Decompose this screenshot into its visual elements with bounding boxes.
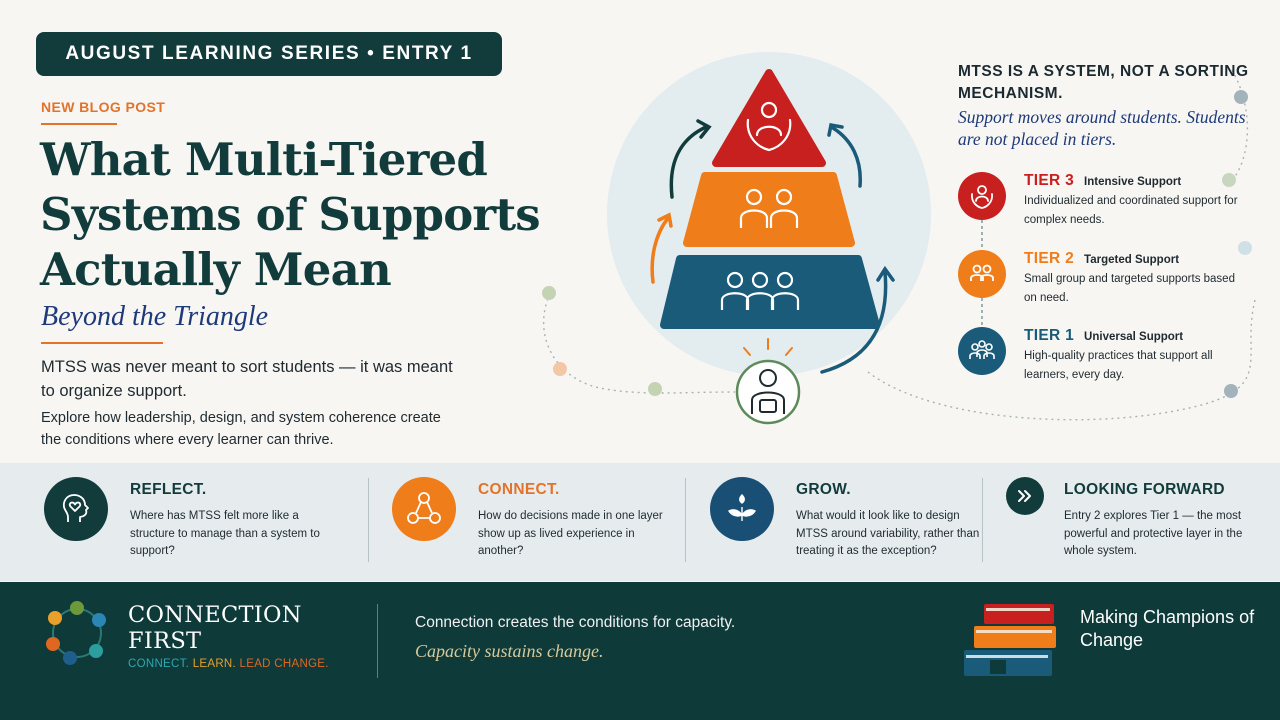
tier-2-group-icon xyxy=(739,188,799,228)
sprout-icon xyxy=(710,477,774,541)
connection-ring-logo xyxy=(46,601,106,665)
tier-3-name: TIER 3 xyxy=(1024,172,1075,189)
looking-forward-card: LOOKING FORWARD Entry 2 explores Tier 1 … xyxy=(1006,477,1276,573)
reflect-card: REFLECT. Where has MTSS felt more like a… xyxy=(44,477,344,573)
decor-dot xyxy=(1222,173,1236,187)
looking-forward-body: Entry 2 explores Tier 1 — the most power… xyxy=(1064,510,1243,557)
connect-body: How do decisions made in one layer show … xyxy=(478,510,663,557)
books-stack-icon xyxy=(964,604,1056,676)
system-subheading: Support moves around students. Students … xyxy=(958,107,1246,149)
series-badge: AUGUST LEARNING SERIES • ENTRY 1 xyxy=(36,32,502,76)
tagline-learn: LEARN. xyxy=(192,658,237,670)
tagline-connect: CONNECT. xyxy=(128,658,190,670)
cycle-arrows xyxy=(650,119,895,374)
grow-card: GROW. What would it look like to design … xyxy=(710,477,990,573)
double-chevron-icon xyxy=(1006,477,1044,515)
lead-text: MTSS was never meant to sort students — … xyxy=(41,358,453,400)
head-heart-icon xyxy=(44,477,108,541)
system-heading: MTSS IS A SYSTEM, NOT A SORTING MECHANIS… xyxy=(958,63,1249,102)
student-figure-icon xyxy=(735,338,801,425)
tier-2-trapezoid xyxy=(683,172,855,247)
grow-body: What would it look like to design MTSS a… xyxy=(796,510,980,557)
band-divider xyxy=(685,478,686,562)
tier-2-description: Small group and targeted supports based … xyxy=(1024,273,1235,304)
all-learners-icon xyxy=(958,327,1006,375)
small-group-icon xyxy=(958,250,1006,298)
tier-3-type: Intensive Support xyxy=(1084,176,1182,188)
footer xyxy=(0,582,1280,720)
tier-1-name: TIER 1 xyxy=(1024,327,1075,344)
tier-1-type: Universal Support xyxy=(1084,331,1184,343)
band-divider xyxy=(368,478,369,562)
reflect-title: REFLECT. xyxy=(130,481,207,498)
looking-forward-title: LOOKING FORWARD xyxy=(1064,481,1225,498)
tier-connector xyxy=(981,298,983,328)
subtitle-rule xyxy=(41,342,163,344)
decor-dot xyxy=(542,286,556,300)
decor-dot xyxy=(1234,90,1248,104)
tier-3-hands-icon xyxy=(746,101,792,152)
tier-1-item: TIER 1 Universal Support High-quality pr… xyxy=(958,327,1238,387)
tier-1-trapezoid xyxy=(660,255,880,329)
page-subtitle: Beyond the Triangle xyxy=(41,301,269,332)
reflect-body: Where has MTSS felt more like a structur… xyxy=(130,510,320,557)
network-icon xyxy=(392,477,456,541)
footer-statement: Connection creates the conditions for ca… xyxy=(415,614,736,631)
tier-3-item: TIER 3 Intensive Support Individualized … xyxy=(958,172,1238,232)
brand-title: CONNECTION FIRST xyxy=(128,602,302,654)
footer-statement-italic: Capacity sustains change. xyxy=(415,641,604,661)
kicker-label: NEW BLOG POST xyxy=(41,99,166,115)
body-text: Explore how leadership, design, and syst… xyxy=(41,410,441,448)
page-title: What Multi-Tiered Systems of Supports Ac… xyxy=(40,133,541,296)
tier-2-name: TIER 2 xyxy=(1024,250,1075,267)
kicker-rule xyxy=(41,123,117,125)
hands-person-icon xyxy=(958,172,1006,220)
tier-connector xyxy=(981,220,983,252)
tier-1-description: High-quality practices that support all … xyxy=(1024,350,1213,381)
band-divider xyxy=(982,478,983,562)
brand-tagline: CONNECT. LEARN. LEAD CHANGE. xyxy=(128,658,329,670)
reflection-band xyxy=(0,463,1280,581)
connect-title: CONNECT. xyxy=(478,481,560,498)
decor-dot xyxy=(1224,384,1238,398)
tier-2-type: Targeted Support xyxy=(1084,254,1180,266)
decor-dot xyxy=(1238,241,1252,255)
grow-title: GROW. xyxy=(796,481,851,498)
decor-dot xyxy=(648,382,662,396)
tier-2-item: TIER 2 Targeted Support Small group and … xyxy=(958,250,1238,310)
decor-dot xyxy=(553,362,567,376)
tier-3-description: Individualized and coordinated support f… xyxy=(1024,195,1238,226)
connect-card: CONNECT. How do decisions made in one la… xyxy=(392,477,682,573)
tagline-lead-change: LEAD CHANGE. xyxy=(239,658,329,670)
tier-1-crowd-icon xyxy=(720,271,800,310)
footer-divider xyxy=(377,604,378,678)
champions-text: Making Champions of Change xyxy=(1080,607,1255,650)
